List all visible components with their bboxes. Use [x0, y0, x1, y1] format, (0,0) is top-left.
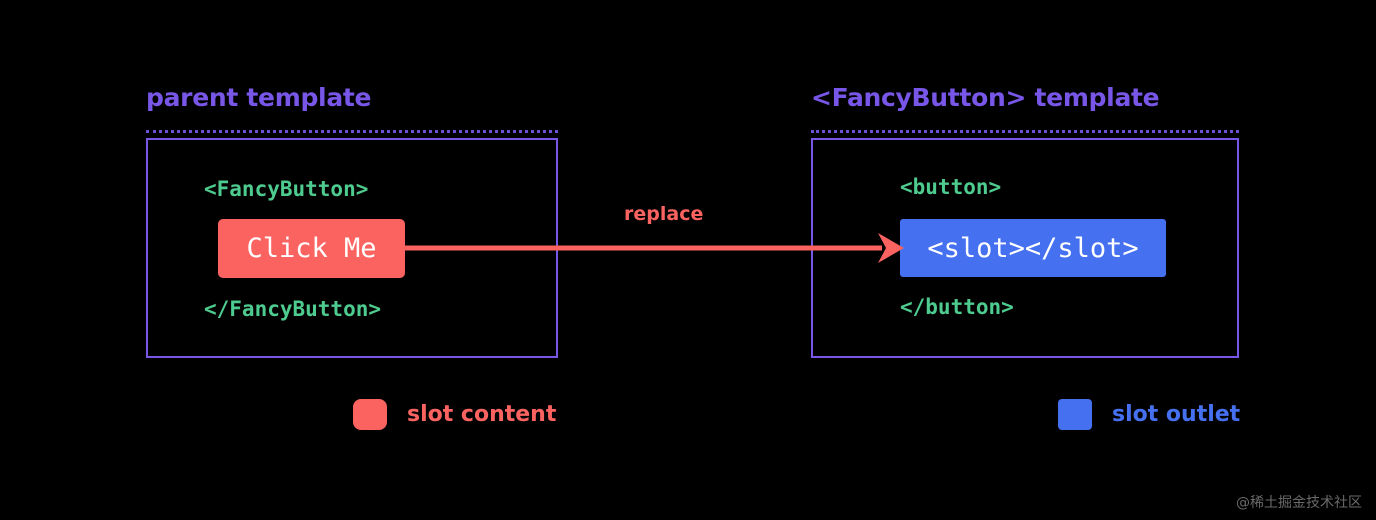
fancybutton-template-title: <FancyButton> template: [811, 83, 1160, 112]
slot-content-swatch-icon: [353, 399, 387, 430]
legend-item-slot-content: slot content: [353, 399, 556, 430]
fancybutton-template-dotted-guide: [811, 130, 1239, 133]
replace-arrow-label: replace: [624, 203, 704, 225]
fancybutton-close-tag: </FancyButton>: [204, 297, 382, 321]
parent-template-dotted-guide: [146, 130, 558, 133]
button-open-tag: <button>: [900, 175, 1002, 199]
legend-label-slot-outlet: slot outlet: [1112, 401, 1241, 427]
slot-outlet-swatch-icon: [1058, 399, 1092, 430]
legend-label-slot-content: slot content: [407, 401, 557, 427]
legend-item-slot-outlet: slot outlet: [1058, 399, 1240, 430]
slot-outlet-chip[interactable]: <slot></slot>: [900, 219, 1166, 277]
slot-content-chip[interactable]: Click Me: [218, 219, 405, 278]
fancybutton-open-tag: <FancyButton>: [204, 177, 369, 201]
button-close-tag: </button>: [900, 295, 1014, 319]
parent-template-title: parent template: [146, 83, 372, 112]
watermark: @稀土掘金技术社区: [1236, 495, 1362, 511]
